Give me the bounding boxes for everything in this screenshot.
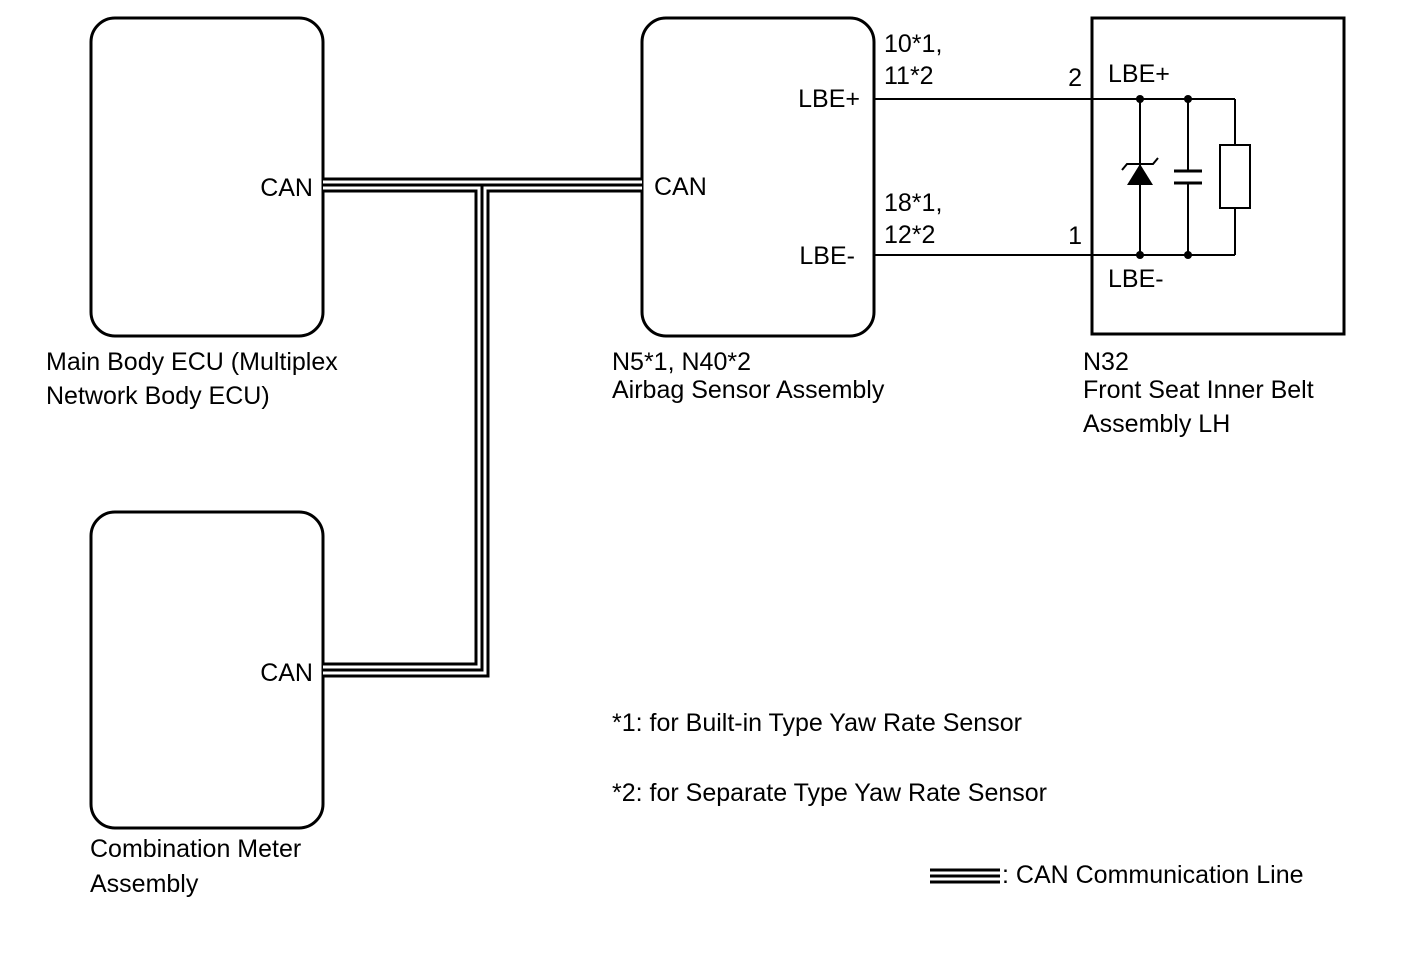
combination-meter-can-pin: CAN <box>260 659 313 687</box>
footnote-2: *2: for Separate Type Yaw Rate Sensor <box>612 779 1047 807</box>
airbag-sensor-box <box>640 16 876 338</box>
front-seat-belt-caption-line2: Front Seat Inner Belt <box>1083 376 1314 404</box>
front-seat-belt-lbe-plus-pin: LBE+ <box>1108 60 1170 88</box>
front-seat-belt-pin-no-plus: 2 <box>1068 64 1082 92</box>
main-body-ecu-caption-line1: Main Body ECU (Multiplex <box>46 348 338 376</box>
front-seat-belt-box <box>1090 16 1346 336</box>
legend-can-line-label: : CAN Communication Line <box>1002 861 1304 889</box>
airbag-sensor-caption-line1: N5*1, N40*2 <box>612 348 751 376</box>
legend: : CAN Communication Line <box>930 861 1304 889</box>
main-body-ecu-box <box>89 16 325 338</box>
main-body-ecu-can-pin: CAN <box>260 174 313 202</box>
front-seat-belt-caption-line1: N32 <box>1083 348 1129 376</box>
front-seat-belt-lbe-minus-pin: LBE- <box>1108 265 1164 293</box>
combination-meter-caption-line1: Combination Meter <box>90 835 301 863</box>
capacitor-icon <box>1174 169 1202 185</box>
airbag-sensor-lbe-plus-pin: LBE+ <box>798 85 860 113</box>
front-seat-inner-belt-assembly: LBE+ LBE- 2 1 N32 Front Seat Inner Belt … <box>1068 16 1346 438</box>
airbag-sensor-lbe-minus-pin: LBE- <box>799 242 855 270</box>
airbag-sensor-pin-no-plus-2: 11*2 <box>884 62 934 90</box>
combination-meter-caption-line2: Assembly <box>90 870 199 898</box>
zener-diode-icon <box>1121 157 1159 185</box>
airbag-sensor-pin-no-minus-1: 18*1, <box>884 189 942 217</box>
main-body-ecu: CAN Main Body ECU (Multiplex Network Bod… <box>46 16 338 410</box>
front-seat-belt-pin-no-minus: 1 <box>1068 222 1082 250</box>
footnote-1: *1: for Built-in Type Yaw Rate Sensor <box>612 709 1022 737</box>
can-bus <box>323 177 642 678</box>
airbag-sensor-caption-line2: Airbag Sensor Assembly <box>612 376 885 404</box>
resistor-icon <box>1219 144 1251 209</box>
front-seat-belt-caption-line3: Assembly LH <box>1083 410 1230 438</box>
lbe-wires <box>874 98 1140 256</box>
airbag-sensor-pin-no-minus-2: 12*2 <box>884 221 935 249</box>
airbag-sensor-assembly: CAN LBE+ LBE- 10*1, 11*2 18*1, 12*2 N5*1… <box>612 16 942 404</box>
main-body-ecu-caption-line2: Network Body ECU) <box>46 382 270 410</box>
combination-meter: CAN Combination Meter Assembly <box>89 510 325 898</box>
airbag-sensor-pin-no-plus-1: 10*1, <box>884 30 942 58</box>
airbag-sensor-can-pin: CAN <box>654 173 707 201</box>
